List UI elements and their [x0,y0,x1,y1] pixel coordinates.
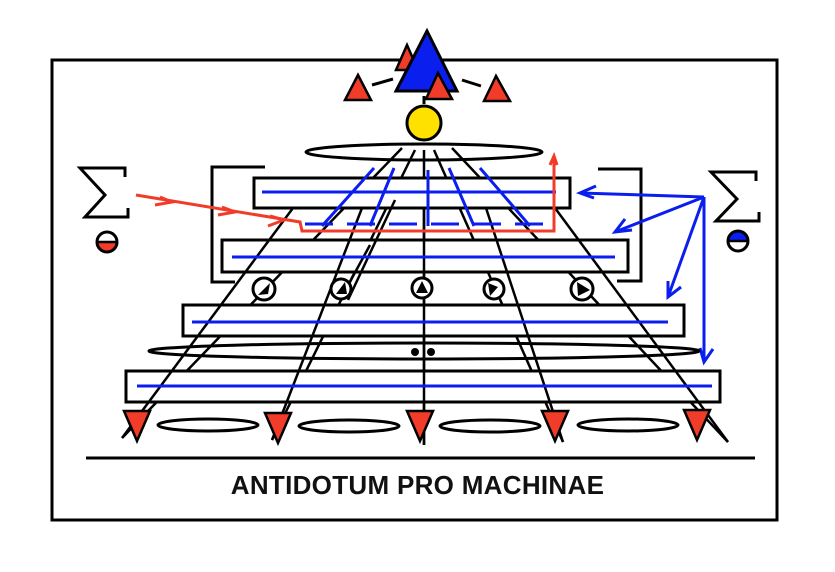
diagram-title: ANTIDOTUM PRO MACHINAE [230,470,605,500]
blue-lines [137,166,715,388]
red-triangle-center [424,70,455,101]
valves [251,276,595,302]
middle-ellipse [147,341,701,361]
sigma-icon-left [76,166,130,219]
dot-left [411,348,419,356]
red-triangle-right [482,73,513,103]
sigma-icon-right [707,170,761,223]
red-signal-line [135,151,559,233]
half-blue-circle-icon [726,229,750,253]
bottom-ellipse-3 [438,418,542,434]
half-red-circle-icon [95,230,119,254]
right-bracket [598,167,643,283]
bottom-ellipse-1 [156,417,260,433]
dot-right [427,348,435,356]
left-bracket [210,165,265,284]
bottom-ellipse-4 [576,417,680,433]
output-triangles [122,408,712,447]
red-triangle-left [342,72,374,102]
bottom-ellipse-2 [297,418,401,434]
blue-triangle [393,27,460,93]
top-ellipse [304,142,544,162]
yellow-circle [405,104,443,142]
